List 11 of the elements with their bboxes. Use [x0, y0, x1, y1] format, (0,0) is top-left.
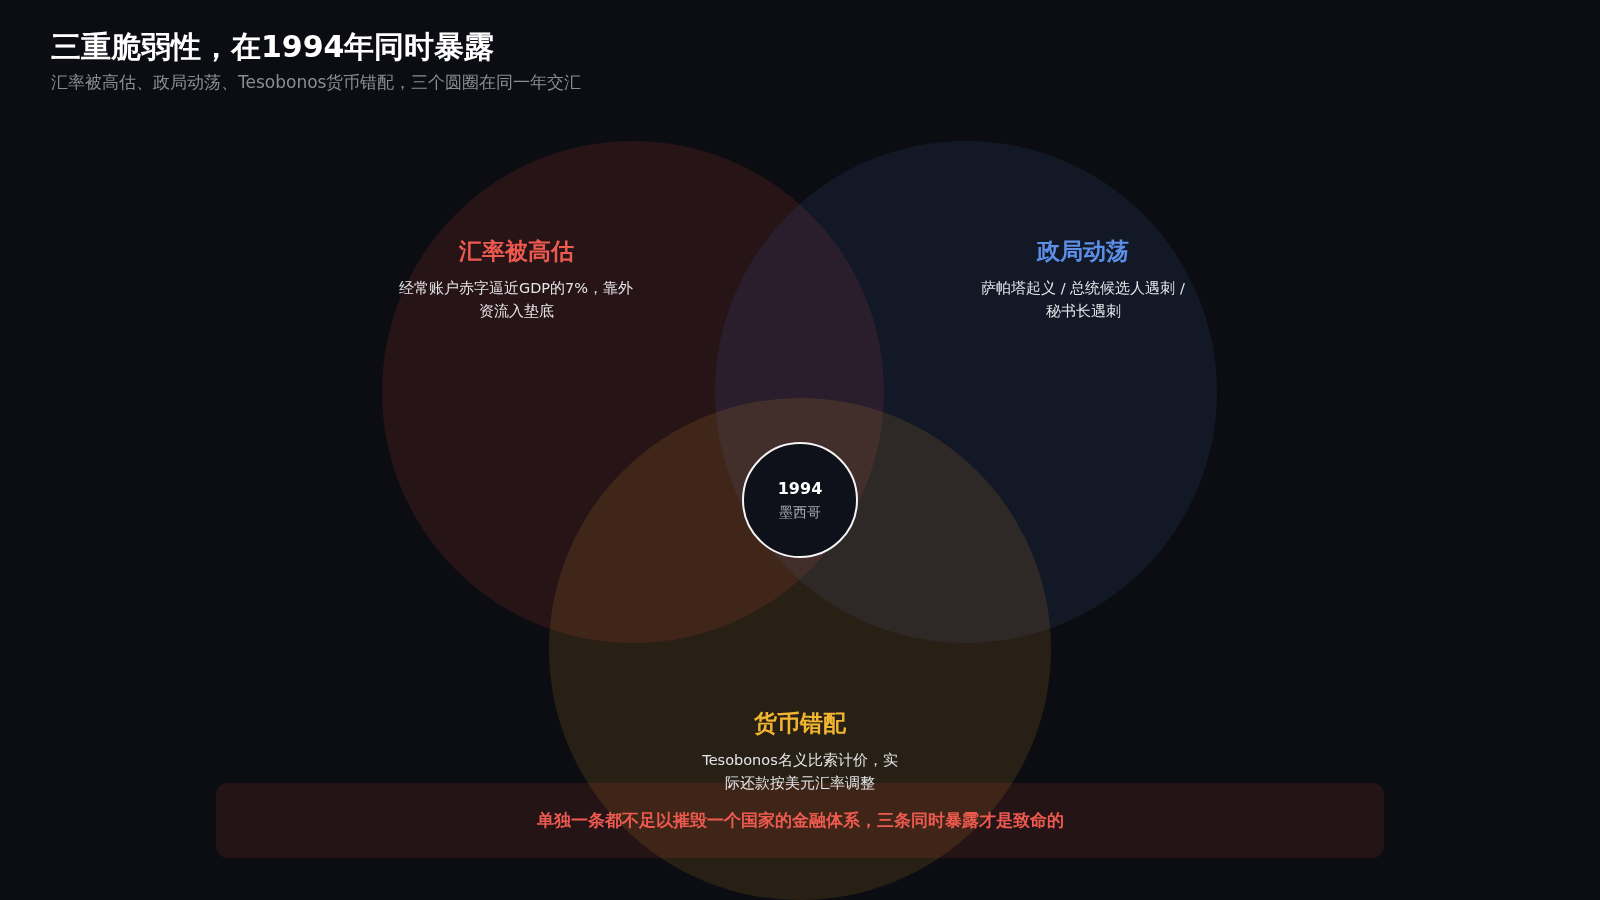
country-label: 墨西哥	[779, 503, 821, 522]
callout-text: 单独一条都不足以摧毁一个国家的金融体系，三条同时暴露才是致命的	[536, 809, 1064, 832]
circle-heading: 货币错配	[753, 709, 847, 738]
circle-description: 萨帕塔起义 / 总统候选人遇刺 / 秘书长遇刺	[980, 279, 1186, 321]
circle-heading: 政局动荡	[1035, 237, 1130, 266]
circle-description: Tesobonos名义比索计价，实际还款按美元汇率调整	[701, 751, 899, 793]
title: 三重脆弱性，在1994年同时暴露	[51, 28, 495, 66]
circle-description: 经常账户赤字逼近GDP的7%，靠外资流入垫底	[397, 279, 635, 321]
circle-heading: 汇率被高估	[457, 237, 575, 266]
subtitle: 汇率被高估、政局动荡、Tesobonos货币错配，三个圆圈在同一年交汇	[51, 71, 582, 94]
year-label: 1994	[777, 478, 823, 498]
